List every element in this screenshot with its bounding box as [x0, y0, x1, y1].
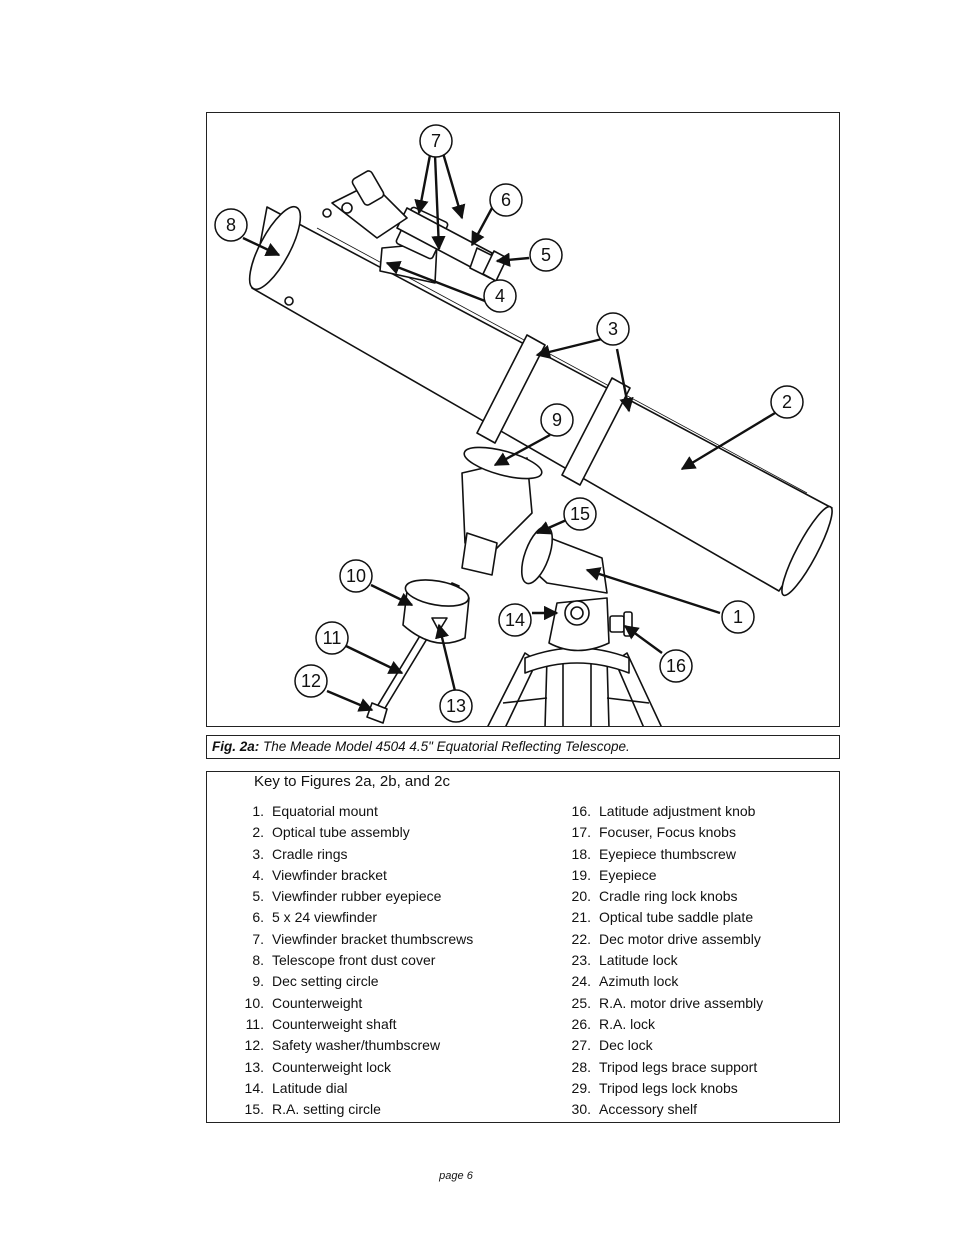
callout-15: 15: [570, 504, 590, 524]
key-item: 27.Dec lock: [571, 1037, 653, 1054]
key-list-left: 1.Equatorial mount 2.Optical tube assemb…: [227, 803, 527, 1122]
figure-key: Key to Figures 2a, 2b, and 2c 1.Equatori…: [206, 771, 840, 1123]
callout-9: 9: [552, 410, 562, 430]
key-item: 15.R.A. setting circle: [244, 1101, 381, 1118]
key-item: 12.Safety washer/thumbscrew: [244, 1037, 441, 1054]
key-item: 29.Tripod legs lock knobs: [571, 1079, 738, 1096]
key-item: 26.R.A. lock: [571, 1015, 656, 1032]
callout-8: 8: [226, 215, 236, 235]
callout-10: 10: [346, 566, 366, 586]
key-item: 5.Viewfinder rubber eyepiece: [252, 888, 442, 905]
key-item: 20.Cradle ring lock knobs: [571, 888, 738, 905]
callout-16: 16: [666, 656, 686, 676]
key-item: 7.Viewfinder bracket thumbscrews: [252, 930, 474, 947]
callout-11: 11: [323, 628, 342, 648]
caption-text: The Meade Model 4504 4.5" Equatorial Ref…: [259, 739, 630, 754]
key-item: 11.Counterweight shaft: [245, 1015, 397, 1032]
key-item: 22.Dec motor drive assembly: [571, 930, 761, 947]
callout-13: 13: [446, 696, 466, 716]
telescope-illustration: 1 2 3 4 5 6 7 8 9 10 11 12 13 14 15 16: [214, 124, 833, 726]
key-item: 4.Viewfinder bracket: [252, 866, 387, 883]
page-number: page 6: [439, 1170, 473, 1182]
key-item: 19.Eyepiece: [571, 866, 657, 883]
callout-3: 3: [608, 319, 618, 339]
callout-4: 4: [495, 286, 505, 306]
key-item: 23.Latitude lock: [571, 952, 678, 969]
key-item: 13.Counterweight lock: [244, 1058, 392, 1075]
key-item: 24.Azimuth lock: [571, 973, 679, 990]
key-item: 3.Cradle rings: [252, 845, 348, 862]
callout-14: 14: [505, 610, 525, 630]
key-item: 1.Equatorial mount: [252, 803, 378, 819]
key-item: 18.Eyepiece thumbscrew: [571, 845, 736, 862]
key-item: 28.Tripod legs brace support: [571, 1058, 758, 1075]
telescope-figure: 1 2 3 4 5 6 7 8 9 10 11 12 13 14 15 16: [206, 112, 840, 727]
key-item: 10.Counterweight: [244, 994, 363, 1011]
key-item: 21.Optical tube saddle plate: [571, 909, 754, 926]
callout-6: 6: [501, 190, 511, 210]
key-item: 17.Focuser, Focus knobs: [571, 824, 736, 841]
callout-7: 7: [431, 131, 441, 151]
key-list-right: 16.Latitude adjustment knob 17.Focuser, …: [565, 803, 835, 1122]
key-item: 8.Telescope front dust cover: [252, 952, 436, 969]
key-item: 9.Dec setting circle: [252, 973, 379, 990]
key-item: 14.Latitude dial: [244, 1079, 348, 1096]
key-item: 6.5 x 24 viewfinder: [252, 909, 378, 926]
key-item: 16.Latitude adjustment knob: [571, 803, 756, 819]
callout-12: 12: [301, 671, 321, 691]
key-item: 2.Optical tube assembly: [252, 824, 410, 841]
key-item: 25.R.A. motor drive assembly: [571, 994, 764, 1011]
figure-caption: Fig. 2a: The Meade Model 4504 4.5" Equat…: [206, 735, 840, 759]
callout-2: 2: [782, 392, 792, 412]
key-item: 30.Accessory shelf: [571, 1101, 698, 1118]
callout-1: 1: [733, 607, 743, 627]
caption-label: Fig. 2a:: [212, 739, 260, 754]
callout-5: 5: [541, 245, 551, 265]
key-title: Key to Figures 2a, 2b, and 2c: [254, 773, 450, 790]
